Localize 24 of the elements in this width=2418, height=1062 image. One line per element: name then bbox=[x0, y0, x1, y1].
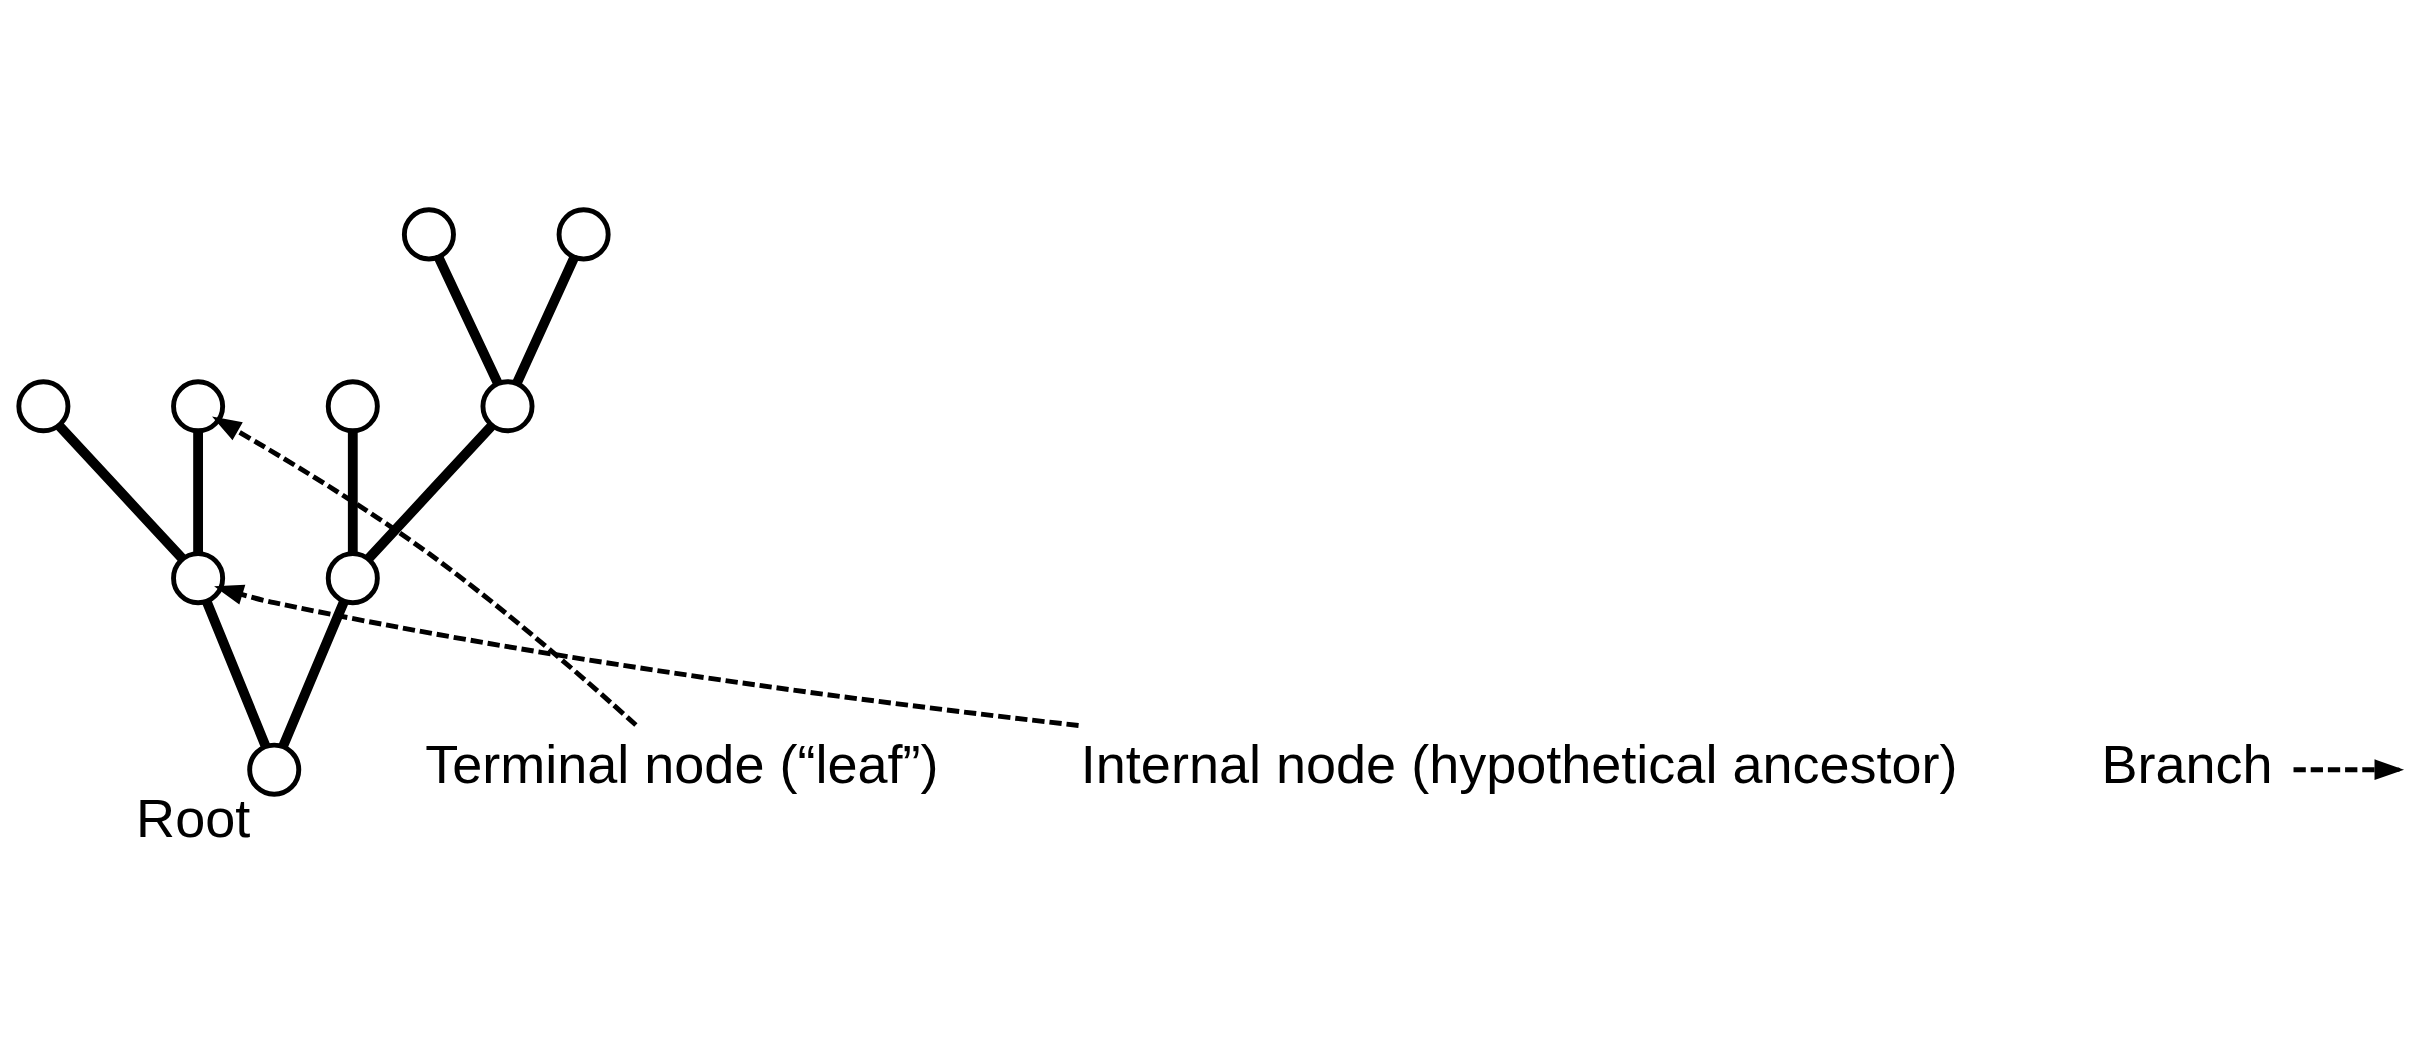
connector bbox=[512, 254, 579, 385]
connector bbox=[202, 599, 271, 748]
node-text: Internal node (hypothetical ancestor) bbox=[1080, 733, 1958, 794]
node-text: Branch bbox=[2101, 733, 2273, 794]
node-circle bbox=[16, 378, 71, 433]
node-circle bbox=[247, 742, 302, 797]
node-circle bbox=[325, 378, 380, 433]
connector bbox=[347, 430, 358, 553]
node-circle bbox=[556, 206, 611, 261]
connector bbox=[55, 422, 186, 562]
node-circle bbox=[325, 550, 380, 605]
arrow bbox=[212, 416, 638, 727]
connector bbox=[365, 422, 495, 562]
node-label: Root bbox=[136, 787, 251, 848]
node-circle bbox=[480, 378, 535, 433]
node-circle bbox=[171, 378, 226, 433]
connector bbox=[434, 254, 503, 385]
node-text: Terminal node (“leaf”) bbox=[425, 733, 939, 794]
arrow bbox=[2293, 758, 2405, 780]
node-circle bbox=[171, 550, 226, 605]
connector bbox=[278, 599, 349, 748]
arrow bbox=[214, 584, 1079, 728]
connector bbox=[193, 430, 203, 553]
node-circle bbox=[401, 206, 456, 261]
